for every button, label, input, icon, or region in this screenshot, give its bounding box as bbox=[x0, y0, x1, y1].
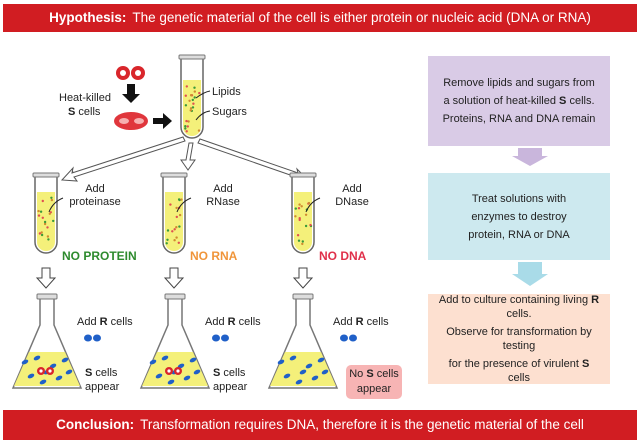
s-cells-label: S cells bbox=[68, 106, 101, 118]
step3-line3: for the presence of virulent S cells bbox=[448, 358, 590, 384]
step-arrow-2 bbox=[512, 262, 548, 286]
r-cell-pair-icon bbox=[340, 334, 357, 342]
hollow-down-arrow-icon bbox=[35, 267, 57, 289]
s-cells-appear-label-2: S cells bbox=[213, 367, 246, 379]
heat-killed-label: Heat-killed bbox=[59, 92, 111, 104]
step-box-remove-lipids: Remove lipids and sugars from a solution… bbox=[428, 56, 610, 146]
step1-line3: Proteins, RNA and DNA remain bbox=[442, 113, 596, 125]
r-cell-pair-icon bbox=[84, 334, 101, 342]
culture-flask-3: Add R cells bbox=[267, 293, 389, 389]
conclusion-text: Transformation requires DNA, therefore i… bbox=[140, 417, 584, 432]
r-cell-pair-icon bbox=[212, 334, 229, 342]
result-label-1: NO PROTEIN bbox=[62, 249, 137, 263]
conclusion-label: Conclusion: bbox=[56, 417, 135, 432]
add-r-cells-label-3: Add R cells bbox=[333, 316, 389, 328]
step2-line1: Treat solutions with bbox=[471, 192, 567, 205]
enzyme-label-3: DNase bbox=[335, 196, 369, 208]
s-cells-in-flask-icon bbox=[37, 367, 54, 375]
right-arrow-icon bbox=[153, 113, 172, 129]
lipids-label: Lipids bbox=[212, 86, 241, 98]
step-box-add-to-culture: Add to culture containing living R cells… bbox=[428, 294, 610, 384]
conclusion-banner: Conclusion: Transformation requires DNA, … bbox=[3, 410, 637, 440]
split-arrows bbox=[60, 136, 310, 182]
lysed-s-cell-icon bbox=[114, 112, 148, 130]
enzyme-label-1: proteinase bbox=[69, 196, 120, 208]
hypothesis-text: The genetic material of the cell is eith… bbox=[132, 10, 591, 25]
appear-label-1: appear bbox=[85, 381, 120, 393]
hollow-down-arrow-icon bbox=[292, 267, 314, 289]
add-label-3: Add bbox=[342, 183, 362, 195]
culture-flask-1: Add R cells S cells appear bbox=[11, 293, 133, 393]
down-arrow-icon bbox=[122, 84, 140, 103]
step1-line1: Remove lipids and sugars from bbox=[443, 77, 595, 89]
s-cells-appear-label-1: S cells bbox=[85, 367, 118, 379]
hypothesis-label: Hypothesis: bbox=[49, 10, 127, 25]
step2-line3: protein, RNA or DNA bbox=[468, 228, 570, 241]
enzyme-label-2: RNase bbox=[206, 196, 240, 208]
step-box-treat-enzymes: Treat solutions with enzymes to destroy … bbox=[428, 173, 610, 260]
hollow-down-arrow-icon bbox=[163, 267, 185, 289]
s-cell-pair-icon bbox=[116, 66, 145, 80]
add-label-2: Add bbox=[213, 183, 233, 195]
step3-line1: Add to culture containing living R cells… bbox=[438, 294, 600, 320]
culture-flask-2: Add R cells S cells appear bbox=[139, 293, 261, 393]
step3-line2: Observe for transformation by testing bbox=[446, 326, 592, 352]
hypothesis-banner: Hypothesis: The genetic material of the c… bbox=[3, 4, 637, 32]
step-arrow-1 bbox=[512, 148, 548, 166]
add-r-cells-label-1: Add R cells bbox=[77, 316, 133, 328]
step2-line2: enzymes to destroy bbox=[471, 210, 567, 223]
step1-line2: a solution of heat-killed S cells. bbox=[443, 95, 595, 107]
s-cells-in-flask-icon bbox=[165, 367, 182, 375]
add-r-cells-label-2: Add R cells bbox=[205, 316, 261, 328]
result-label-2: NO RNA bbox=[190, 249, 238, 263]
sugars-label: Sugars bbox=[212, 106, 247, 118]
appear-label-2: appear bbox=[213, 381, 248, 393]
add-label-1: Add bbox=[85, 183, 105, 195]
result-label-3: NO DNA bbox=[319, 249, 367, 263]
